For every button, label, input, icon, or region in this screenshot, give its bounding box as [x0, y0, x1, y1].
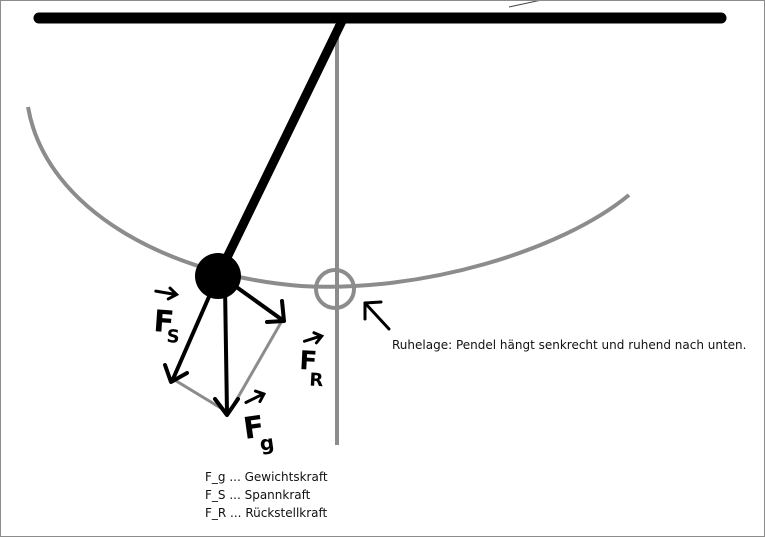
rest-pointer-arrow [363, 301, 391, 331]
gravity-label-letter: F [241, 409, 266, 447]
legend: F_g ... Gewichtskraft F_S ... Spannkraft… [205, 468, 328, 522]
pendulum-bob [195, 253, 241, 299]
legend-item-tension: F_S ... Spannkraft [205, 488, 311, 502]
rest-pointer-arrowhead [363, 300, 383, 321]
tension-label: F S [152, 286, 180, 348]
restoring-label-letter: F [299, 346, 318, 377]
restoring-label-subscript: R [309, 370, 324, 392]
restoring-label-arrow-icon [302, 331, 325, 345]
rest-position-marker [314, 268, 356, 310]
legend-item-restoring: F_R ... Rückstellkraft [205, 506, 328, 520]
gravity-arrowhead [213, 397, 240, 417]
gravity-label-arrow-icon [244, 389, 267, 405]
rest-position-note: Ruhelage: Pendel hängt senkrecht und ruh… [392, 338, 747, 352]
tension-label-letter: F [152, 304, 175, 340]
swing-arc [26, 106, 631, 289]
tension-vector [171, 281, 217, 381]
restoring-label: F R [299, 331, 325, 392]
restoring-arrowhead [265, 299, 286, 324]
stray-mark [508, 1, 540, 8]
tension-arrowhead [163, 363, 189, 384]
gravity-label-subscript: g [258, 430, 276, 456]
tension-label-subscript: S [166, 326, 180, 348]
gravity-vector [223, 284, 229, 415]
pendulum-rod [214, 16, 347, 279]
gravity-label: F g [241, 389, 276, 456]
legend-item-gravity: F_g ... Gewichtskraft [205, 470, 328, 484]
tension-label-arrow-icon [154, 286, 180, 301]
restoring-vector [233, 284, 283, 321]
